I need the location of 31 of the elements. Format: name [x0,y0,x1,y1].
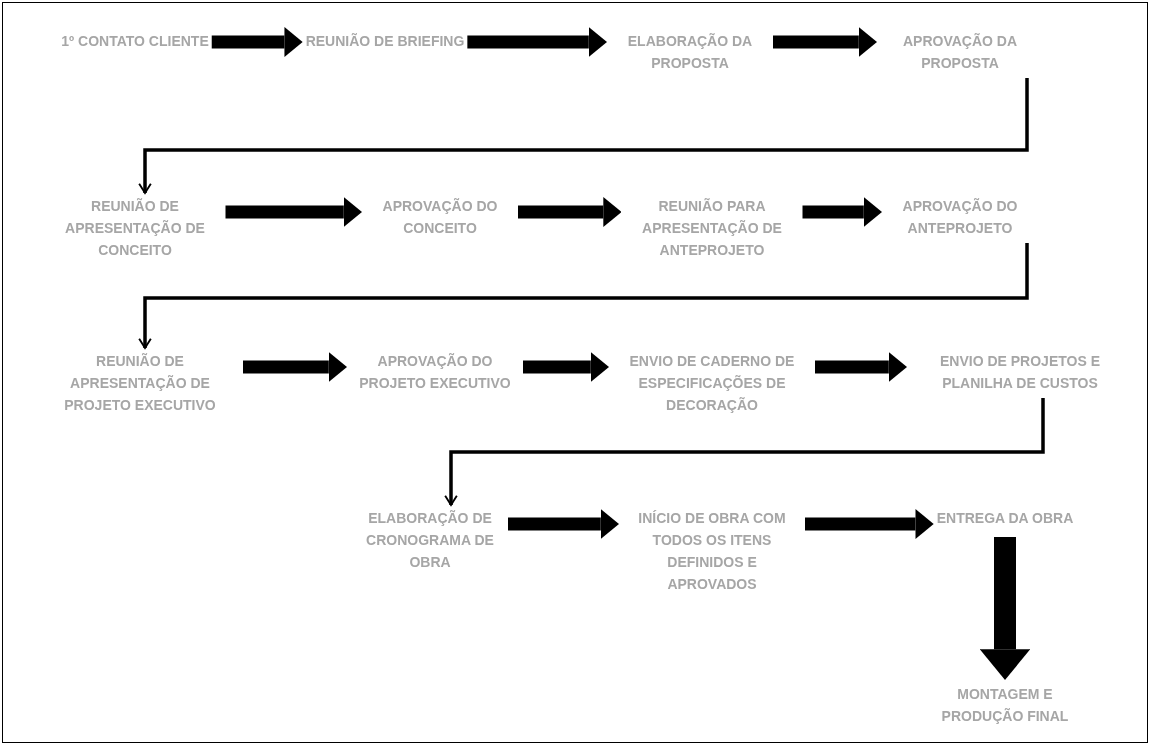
step-label: REUNIÃO DE APRESENTAÇÃO DE CONCEITO [47,195,223,261]
block-arrow [225,197,362,227]
block-arrow [815,352,907,382]
step-label: REUNIÃO DE BRIEFING [305,30,465,52]
step-label: INÍCIO DE OBRA COM TODOS OS ITENS DEFINIDOS E APROVADOS [622,507,802,595]
block-arrow [773,27,877,57]
step-label: 1º CONTATO CLIENTE [61,30,209,52]
block-arrow [467,27,607,57]
step-label: ELABORAÇÃO DE CRONOGRAMA DE OBRA [355,507,505,573]
step-label: APROVAÇÃO DO CONCEITO [365,195,515,239]
block-arrow [802,197,882,227]
step-label: ELABORAÇÃO DA PROPOSTA [610,30,770,74]
step-label: ENTREGA DA OBRA [936,507,1074,529]
step-label: ENVIO DE CADERNO DE ESPECIFICAÇÕES DE DECORAÇÃO [612,350,812,416]
step-label: APROVAÇÃO DO ANTEPROJETO [885,195,1035,239]
block-arrow [508,509,619,539]
step-label: REUNIÃO PARA APRESENTAÇÃO DE ANTEPROJETO [624,195,800,261]
block-arrow [518,197,622,227]
block-arrow [243,352,347,382]
step-label: MONTAGEM E PRODUÇÃO FINAL [925,683,1085,727]
block-arrow [979,537,1031,680]
step-label: ENVIO DE PROJETOS E PLANILHA DE CUSTOS [910,350,1130,394]
elbow-arrow [444,398,1045,506]
block-arrow [523,352,609,382]
block-arrow [805,509,934,539]
step-label: APROVAÇÃO DO PROJETO EXECUTIVO [350,350,520,394]
block-arrow [211,27,303,57]
step-label: APROVAÇÃO DA PROPOSTA [880,30,1040,74]
step-label: REUNIÃO DE APRESENTAÇÃO DE PROJETO EXECUTIVO [40,350,240,416]
elbow-arrow [138,78,1029,194]
elbow-arrow [138,243,1029,349]
